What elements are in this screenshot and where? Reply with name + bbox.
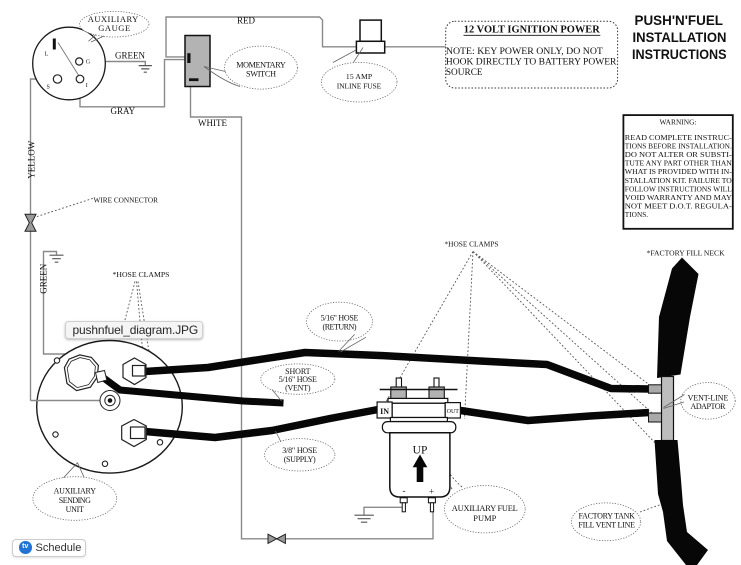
svg-text:SHORT: SHORT xyxy=(285,367,311,376)
svg-text:INSTALLATION: INSTALLATION xyxy=(633,29,727,45)
svg-text:+: + xyxy=(429,487,434,497)
svg-text:L: L xyxy=(45,52,49,58)
svg-text:SWITCH: SWITCH xyxy=(246,69,276,78)
svg-text:FOLLOW INSTRUCTIONS WILL: FOLLOW INSTRUCTIONS WILL xyxy=(625,184,733,193)
svg-text:GREEN: GREEN xyxy=(115,51,145,61)
svg-text:NOTE: KEY POWER ONLY, DO NOT: NOTE: KEY POWER ONLY, DO NOT xyxy=(446,47,603,57)
svg-text:FILL VENT LINE: FILL VENT LINE xyxy=(578,521,635,530)
svg-text:VENT-LINE: VENT-LINE xyxy=(688,393,729,402)
svg-text:-: - xyxy=(403,486,406,496)
svg-text:STALLATION KIT. FAILURE TO: STALLATION KIT. FAILURE TO xyxy=(625,176,732,185)
svg-text:YELLOW: YELLOW xyxy=(27,140,37,178)
svg-text:SENDING: SENDING xyxy=(59,496,91,505)
svg-text:NOT MEET D.O.T. REGULA-: NOT MEET D.O.T. REGULA- xyxy=(625,201,733,210)
svg-text:12 VOLT IGNITION POWER: 12 VOLT IGNITION POWER xyxy=(464,25,600,36)
svg-text:(VENT): (VENT) xyxy=(285,384,311,393)
svg-text:WARNING:: WARNING: xyxy=(660,118,697,127)
svg-text:*FACTORY FILL NECK: *FACTORY FILL NECK xyxy=(647,248,726,257)
svg-text:(SUPPLY): (SUPPLY) xyxy=(284,455,316,464)
svg-text:UNIT: UNIT xyxy=(66,505,84,514)
svg-text:WIRE CONNECTOR: WIRE CONNECTOR xyxy=(94,196,159,205)
svg-text:TIONS.: TIONS. xyxy=(625,210,648,219)
svg-text:5/16" HOSE: 5/16" HOSE xyxy=(321,314,359,323)
svg-text:GRAY: GRAY xyxy=(111,106,136,116)
svg-text:I: I xyxy=(86,83,88,89)
svg-text:5/16" HOSE: 5/16" HOSE xyxy=(279,375,317,384)
svg-text:FACTORY TANK: FACTORY TANK xyxy=(579,511,636,520)
svg-text:GAUGE: GAUGE xyxy=(98,23,130,33)
svg-text:3/8" HOSE: 3/8" HOSE xyxy=(282,446,317,455)
svg-text:INLINE FUSE: INLINE FUSE xyxy=(337,81,382,90)
svg-text:AUXILIARY: AUXILIARY xyxy=(54,487,97,496)
svg-text:TIONS BEFORE INSTALLATION.: TIONS BEFORE INSTALLATION. xyxy=(625,142,732,151)
svg-text:IN: IN xyxy=(380,407,389,416)
svg-text:OUT: OUT xyxy=(447,409,460,415)
svg-text:ADAPTOR: ADAPTOR xyxy=(691,402,727,411)
svg-text:*HOSE CLAMPS: *HOSE CLAMPS xyxy=(113,270,170,279)
svg-text:READ COMPLETE INSTRUC-: READ COMPLETE INSTRUC- xyxy=(625,133,733,142)
svg-text:AUXILIARY: AUXILIARY xyxy=(88,14,139,24)
svg-text:PUMP: PUMP xyxy=(473,514,496,523)
svg-text:UP: UP xyxy=(413,445,428,457)
svg-text:(RETURN): (RETURN) xyxy=(323,323,357,332)
svg-text:15 AMP: 15 AMP xyxy=(346,72,372,81)
svg-text:GREEN: GREEN xyxy=(39,263,49,293)
svg-text:AUXILIARY FUEL: AUXILIARY FUEL xyxy=(452,504,518,513)
svg-text:HOOK DIRECTLY TO BATTERY POWER: HOOK DIRECTLY TO BATTERY POWER xyxy=(446,58,617,68)
svg-text:MOMENTARY: MOMENTARY xyxy=(236,60,286,69)
svg-text:DO NOT ALTER OR SUBSTI-: DO NOT ALTER OR SUBSTI- xyxy=(625,150,733,159)
svg-text:SOURCE: SOURCE xyxy=(446,68,483,78)
svg-text:WHITE: WHITE xyxy=(198,118,227,128)
svg-text:WHAT IS PROVIDED WITH IN-: WHAT IS PROVIDED WITH IN- xyxy=(625,167,733,176)
svg-text:*HOSE CLAMPS: *HOSE CLAMPS xyxy=(445,239,499,248)
svg-text:TUTE ANY PART OTHER THAN: TUTE ANY PART OTHER THAN xyxy=(625,159,733,168)
svg-text:S: S xyxy=(47,85,50,91)
svg-text:RED: RED xyxy=(237,16,256,26)
svg-text:VOID WARRANTY AND MAY: VOID WARRANTY AND MAY xyxy=(625,193,733,202)
svg-text:PUSH'N'FUEL: PUSH'N'FUEL xyxy=(635,12,724,28)
svg-text:G: G xyxy=(86,60,91,66)
svg-text:INSTRUCTIONS: INSTRUCTIONS xyxy=(632,46,727,62)
